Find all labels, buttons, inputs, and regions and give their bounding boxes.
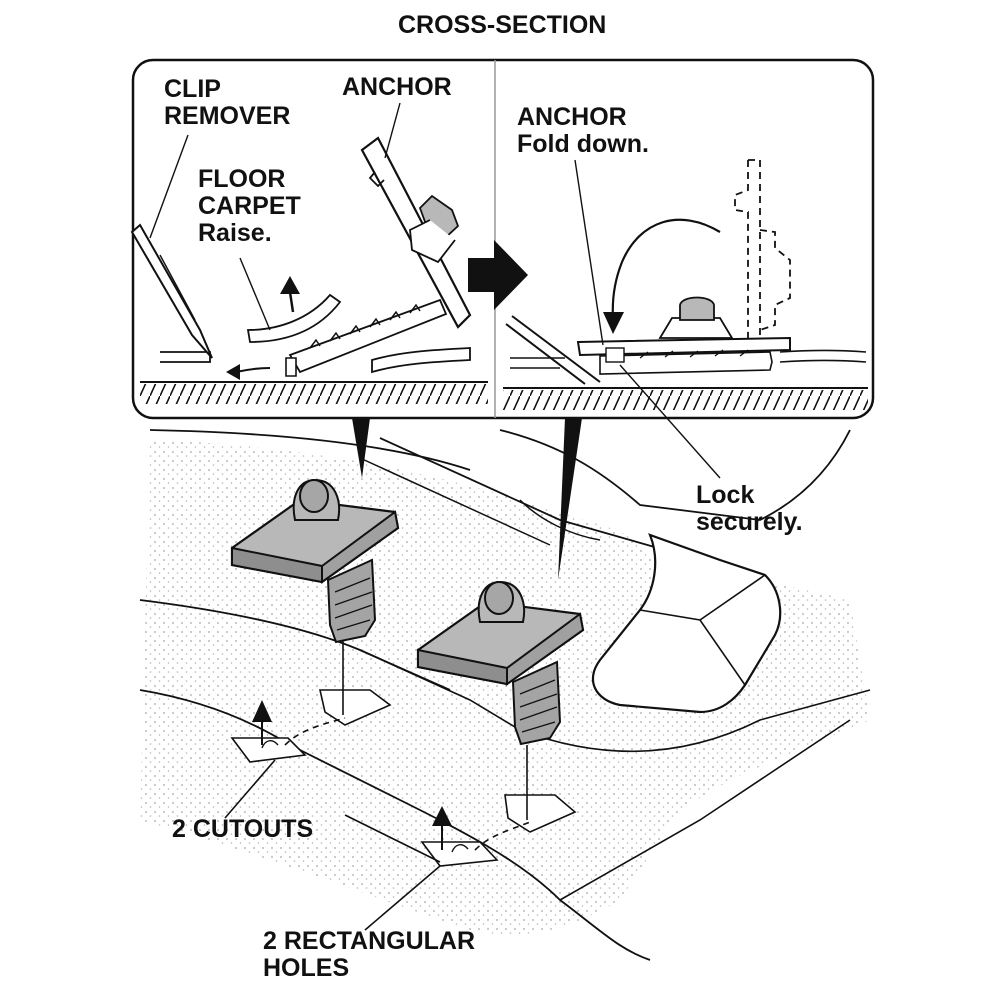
- floor-carpet-raised: [246, 293, 342, 343]
- anchor-fold-label-line-2: Fold down.: [517, 130, 649, 158]
- anchor-fold-label-line-1: ANCHOR: [517, 103, 627, 131]
- clip-remover-label: CLIP REMOVER: [164, 76, 290, 130]
- up-arrow-icon: [280, 276, 300, 294]
- anchor-folded: [576, 336, 791, 357]
- floor-carpet-label-line-3: Raise.: [198, 219, 272, 247]
- clip-remover-label-line-1: CLIP: [164, 75, 221, 103]
- cutouts-label: 2 CUTOUTS: [172, 815, 314, 843]
- lock-securely-label: Lock securely.: [696, 482, 803, 536]
- cutout-1: [318, 689, 392, 726]
- floor-carpet-label-line-2: CARPET: [198, 192, 301, 220]
- anchor-fold-down-label: ANCHOR Fold down.: [517, 104, 649, 158]
- holes-label-line-1: 2 RECTANGULAR: [263, 927, 476, 955]
- rectangular-holes-label: 2 RECTANGULAR HOLES: [263, 928, 475, 982]
- anchor-clip-2: [416, 580, 585, 746]
- callout-pointer-right: [558, 418, 582, 580]
- arrow-right-icon: [468, 240, 528, 310]
- holes-label-line-2: HOLES: [263, 954, 350, 982]
- curved-arrow-icon: [603, 312, 624, 334]
- anchor-label: ANCHOR: [342, 73, 452, 101]
- floor-carpet-label-line-1: FLOOR: [198, 165, 286, 193]
- push-left-arrow-icon: [226, 364, 240, 380]
- clip-remover-tool: [130, 223, 213, 359]
- callout-pointer-left: [352, 418, 370, 478]
- anchor-clip-1: [230, 478, 400, 644]
- lock-label-line-2: securely.: [696, 508, 803, 536]
- clip-remover-label-line-2: REMOVER: [164, 102, 291, 130]
- up-arrow-icon: [432, 806, 452, 826]
- cross-section-title: CROSS-SECTION: [398, 11, 607, 39]
- cutout-2: [504, 794, 577, 833]
- cross-section-panel: [130, 58, 875, 479]
- cutouts-and-holes: [230, 640, 577, 867]
- anchor-original-position: [734, 159, 791, 338]
- floor-carpet-label: FLOOR CARPET Raise.: [198, 166, 301, 247]
- lock-label-line-1: Lock: [696, 481, 755, 509]
- up-arrow-icon: [252, 700, 272, 722]
